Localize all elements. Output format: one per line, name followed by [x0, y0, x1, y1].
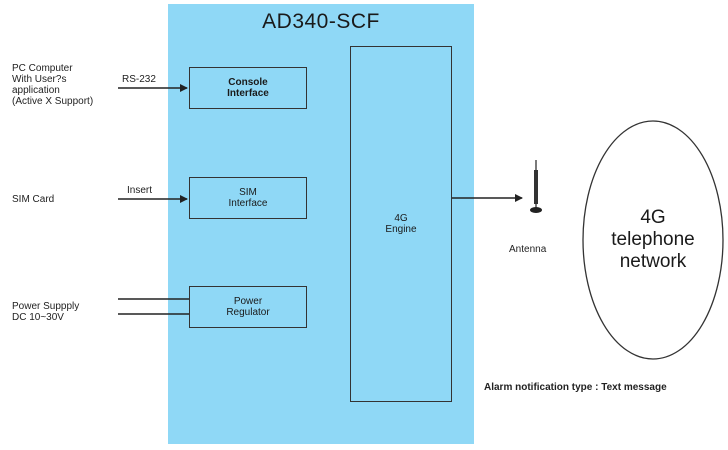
power-regulator-line-2: Regulator [226, 307, 270, 318]
power-regulator-box: Power Regulator [189, 286, 307, 328]
sim-interface-box: SIM Interface [189, 177, 307, 219]
power-supply-label: Power Suppply DC 10~30V [12, 301, 79, 323]
pc-line-2: With User?s [12, 74, 67, 85]
console-interface-box: Console Interface [189, 67, 307, 109]
pc-computer-label: PC Computer With User?s application (Act… [12, 63, 93, 107]
device-panel [168, 4, 474, 444]
console-interface-line-2: Interface [227, 88, 269, 99]
4g-engine-line-1: 4G [394, 213, 408, 224]
power-regulator-line-1: Power [233, 296, 263, 307]
antenna-label: Antenna [509, 244, 547, 255]
rs232-label: RS-232 [122, 74, 156, 85]
alarm-notification-note: Alarm notification type : Text message [484, 382, 667, 393]
power-supply-line-2: DC 10~30V [12, 312, 64, 323]
4g-engine-line-2: Engine [385, 224, 417, 235]
pc-line-1: PC Computer [12, 63, 73, 74]
pc-line-4: (Active X Support) [12, 96, 94, 107]
sim-card-label: SIM Card [12, 194, 55, 205]
network-line-2: telephone [611, 229, 695, 250]
console-interface-line-1: Console [228, 77, 268, 88]
sim-interface-line-2: Interface [228, 198, 268, 209]
power-supply-line-1: Power Suppply [12, 301, 80, 312]
pc-line-3: application [12, 85, 60, 96]
insert-label: Insert [127, 185, 153, 196]
antenna-icon [530, 160, 542, 213]
network-ellipse [582, 120, 724, 360]
device-title: AD340-SCF [262, 10, 380, 33]
sim-interface-line-1: SIM [239, 187, 257, 198]
4g-engine-box: 4G Engine [350, 46, 452, 402]
4g-network-label: 4G telephone network [583, 122, 723, 358]
network-line-1: 4G [640, 207, 666, 228]
network-line-3: network [619, 251, 687, 272]
